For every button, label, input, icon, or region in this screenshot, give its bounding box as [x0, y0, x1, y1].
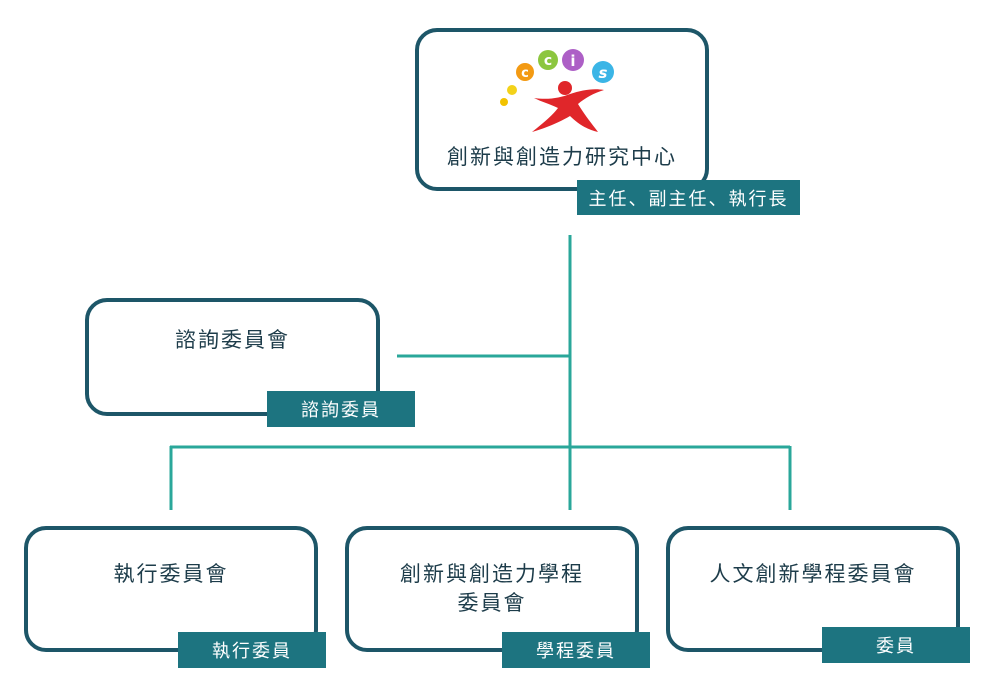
advisory-tag: 諮詢委員: [267, 391, 415, 427]
humanities-committee-node: [666, 526, 960, 652]
executive-committee-title: 執行委員會: [113, 562, 229, 586]
humanities-committee-title: 人文創新學程委員會: [709, 562, 917, 586]
humanities-committee-tag: 委員: [822, 627, 970, 663]
logo-dot-yellow: [507, 85, 517, 95]
logo-letter-c2: c: [544, 53, 552, 69]
program-committee-tag: 學程委員: [502, 632, 650, 668]
logo-bubble-c1: [516, 63, 534, 81]
logo-dot-small: [500, 98, 508, 106]
program-committee-node: [345, 526, 639, 652]
center-title: 創新與創造力研究中心: [447, 145, 677, 169]
executive-committee-node: [24, 526, 318, 652]
logo-figure: [532, 81, 604, 132]
logo-letter-s: s: [599, 64, 608, 82]
advisory-title: 諮詢委員會: [175, 328, 290, 352]
logo-bubble-i: [562, 49, 584, 71]
program-committee-title-line2: 委員會: [457, 591, 527, 615]
logo-letter-i: i: [570, 52, 575, 70]
ccis-logo: c c i s: [500, 49, 614, 132]
executive-committee-tag: 執行委員: [178, 632, 326, 668]
logo-bubble-s: [592, 61, 614, 83]
logo-letter-c1: c: [521, 66, 529, 81]
center-tag: 主任、副主任、執行長: [577, 180, 800, 215]
program-committee-title-line1: 創新與創造力學程: [400, 562, 584, 586]
logo-bubble-c2: [538, 50, 558, 70]
